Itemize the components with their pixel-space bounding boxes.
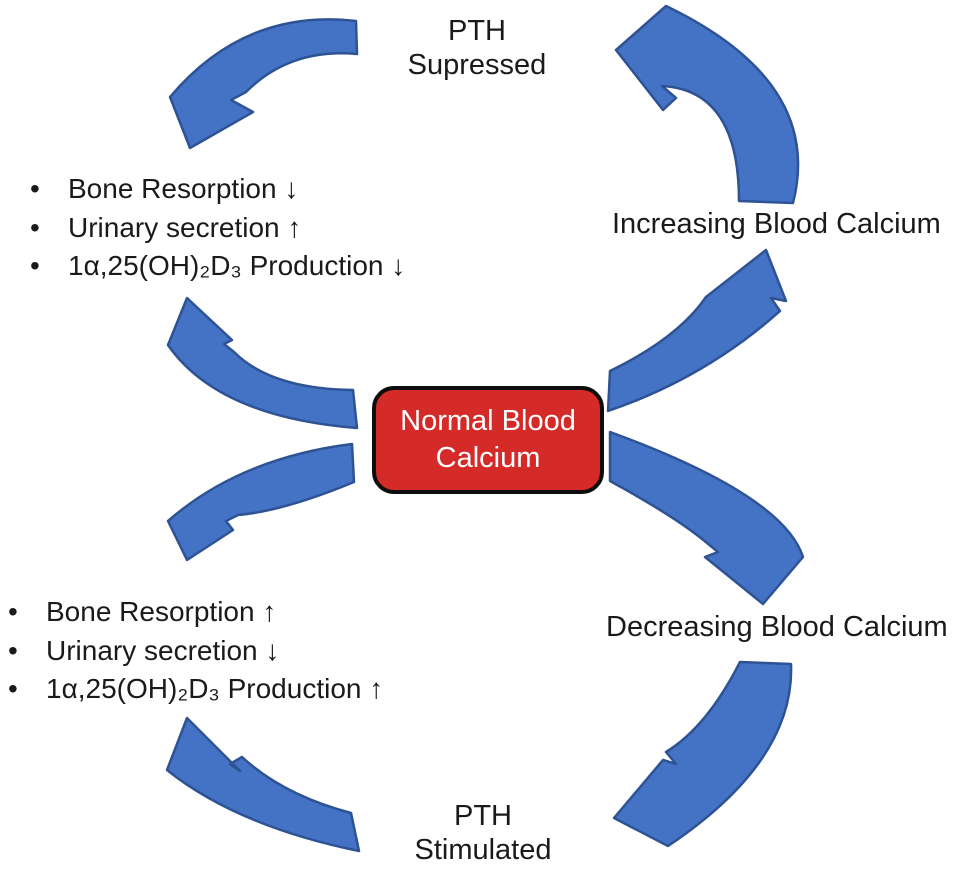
pth-stimulated-line2: Stimulated xyxy=(414,834,552,866)
low-calcium-effects-list: Bone Resorption ↑ Urinary secretion ↓ 1α… xyxy=(8,593,383,709)
decreasing-blood-calcium-label: Decreasing Blood Calcium xyxy=(606,611,948,643)
increasing-blood-calcium-label: Increasing Blood Calcium xyxy=(612,208,941,240)
curved-arrow-left-upper xyxy=(166,296,359,430)
list-item: 1α,25(OH)₂D₃ Production ↓ xyxy=(30,247,405,286)
normal-blood-calcium-line1: Normal Blood xyxy=(400,405,576,437)
normal-blood-calcium-box: Normal Blood Calcium xyxy=(372,386,604,494)
pth-suppressed-line1: PTH xyxy=(448,15,506,47)
pth-suppressed-line2: Supressed xyxy=(407,49,547,81)
pth-stimulated-line1: PTH xyxy=(454,800,512,832)
normal-blood-calcium-line2: Calcium xyxy=(435,442,541,474)
high-calcium-effects-list: Bone Resorption ↓ Urinary secretion ↑ 1α… xyxy=(30,170,405,286)
curved-arrow-left-lower xyxy=(166,442,356,562)
pth-stimulated-label: PTH Stimulated xyxy=(333,799,633,867)
curved-arrow-bottom-left xyxy=(165,716,361,853)
curved-arrow-top-right xyxy=(614,4,800,205)
curved-arrow-right-upper xyxy=(606,248,788,413)
curved-arrow-right-lower xyxy=(608,430,805,606)
list-item: Bone Resorption ↓ xyxy=(30,170,405,209)
pth-suppressed-label: PTH Supressed xyxy=(327,14,627,82)
list-item: Urinary secretion ↑ xyxy=(30,209,405,248)
curved-arrow-bottom-right xyxy=(612,660,793,848)
list-item: 1α,25(OH)₂D₃ Production ↑ xyxy=(8,670,383,709)
list-item: Urinary secretion ↓ xyxy=(8,632,383,671)
curved-arrow-top-left xyxy=(168,18,359,150)
list-item: Bone Resorption ↑ xyxy=(8,593,383,632)
